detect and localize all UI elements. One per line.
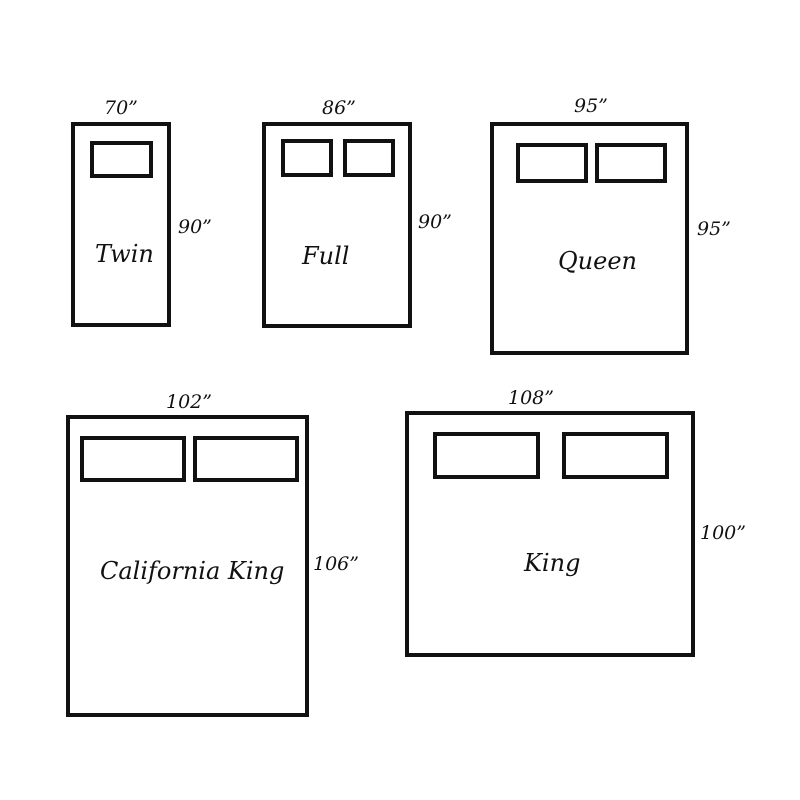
- full-bed-outline: Full: [262, 122, 412, 328]
- king-pillow-right: [562, 432, 669, 479]
- california-king-pillow-right: [193, 436, 299, 482]
- king-bed-name: King: [524, 549, 581, 577]
- full-pillow-left: [281, 139, 333, 177]
- california-king-length-label: 106”: [313, 553, 359, 575]
- california-king-bed-name: California King: [100, 557, 285, 585]
- full-width-label: 86”: [322, 97, 356, 119]
- king-length-label: 100”: [700, 522, 746, 544]
- full-bed-name: Full: [302, 242, 350, 270]
- twin-width-label: 70”: [104, 97, 138, 119]
- queen-bed-outline: Queen: [490, 122, 689, 355]
- queen-pillow-right: [595, 143, 667, 183]
- twin-pillow: [90, 141, 153, 178]
- twin-length-label: 90”: [178, 216, 212, 238]
- queen-pillow-left: [516, 143, 588, 183]
- king-width-label: 108”: [508, 387, 554, 409]
- king-pillow-left: [433, 432, 540, 479]
- california-king-bed-outline: California King: [66, 415, 309, 717]
- queen-length-label: 95”: [697, 218, 731, 240]
- twin-bed-name: Twin: [95, 240, 154, 268]
- california-king-width-label: 102”: [166, 391, 212, 413]
- full-length-label: 90”: [418, 211, 452, 233]
- full-pillow-right: [343, 139, 395, 177]
- queen-width-label: 95”: [574, 95, 608, 117]
- queen-bed-name: Queen: [558, 247, 637, 275]
- king-bed-outline: King: [405, 411, 695, 657]
- twin-bed-outline: Twin: [71, 122, 171, 327]
- california-king-pillow-left: [80, 436, 186, 482]
